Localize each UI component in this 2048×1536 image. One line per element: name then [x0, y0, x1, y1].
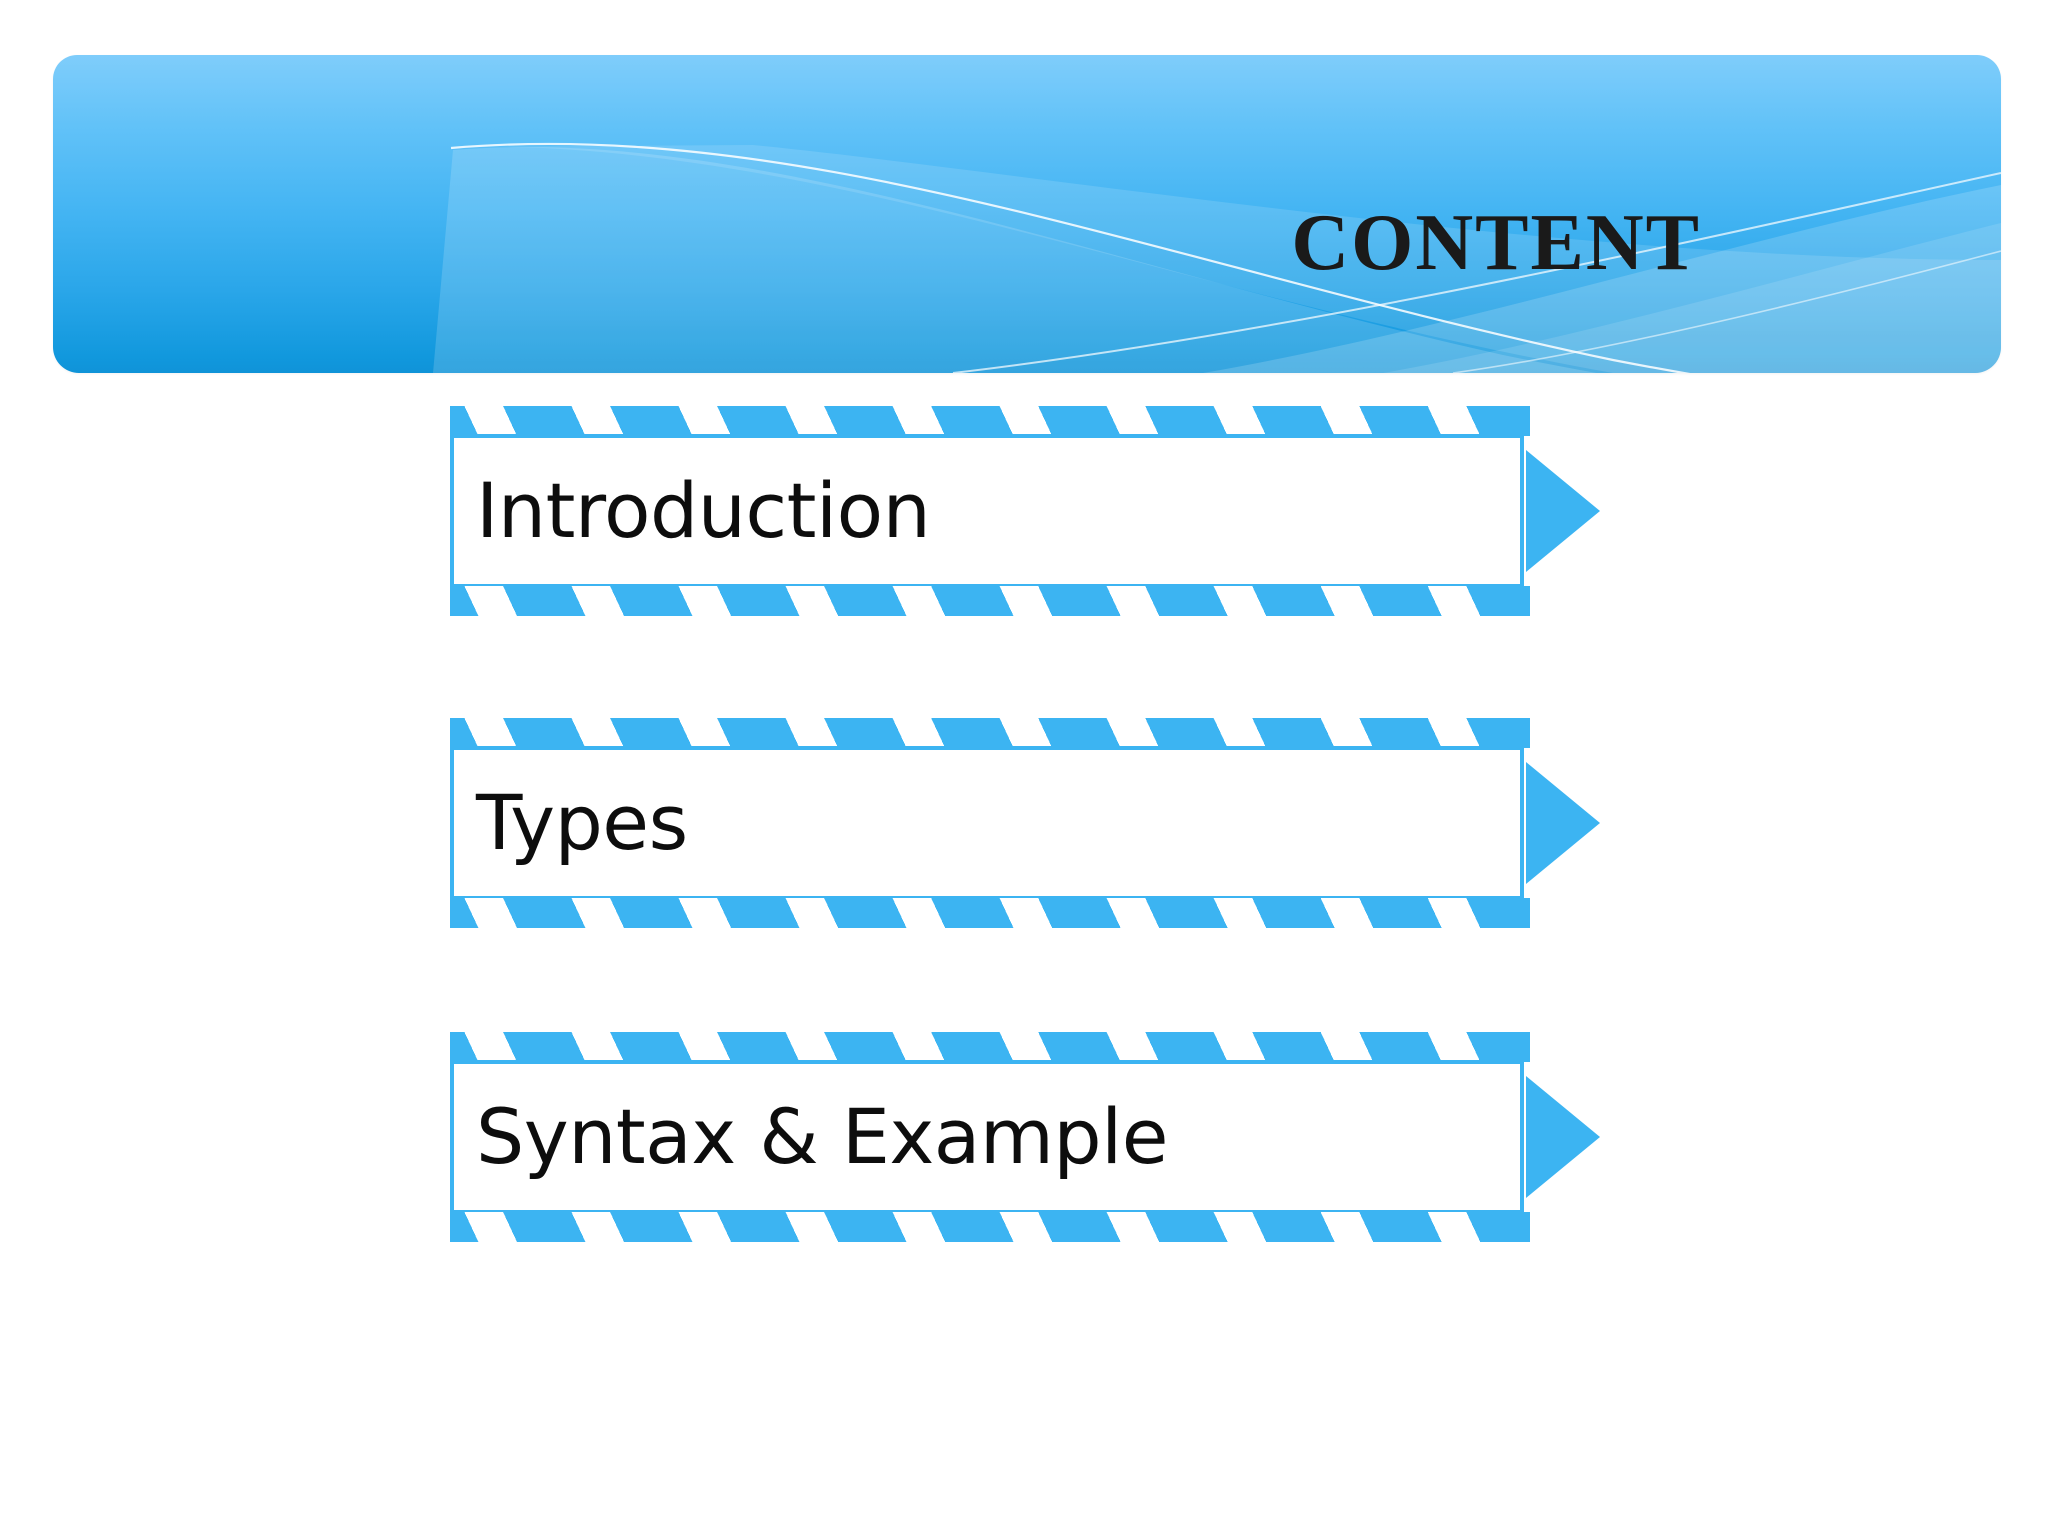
list-item-body[interactable]: Syntax & Example	[450, 1060, 1524, 1214]
striped-band-bottom	[450, 586, 1530, 616]
striped-band-top	[450, 1032, 1530, 1062]
list-item-label: Introduction	[476, 466, 931, 555]
list-item-body[interactable]: Introduction	[450, 434, 1524, 588]
list-item-label: Syntax & Example	[476, 1092, 1169, 1181]
list-item[interactable]: Introduction	[450, 406, 1602, 616]
list-item-body[interactable]: Types	[450, 746, 1524, 900]
list-item-label: Types	[476, 778, 688, 867]
striped-band-bottom	[450, 1212, 1530, 1242]
chevron-right-icon	[1526, 1076, 1600, 1198]
list-item[interactable]: Types	[450, 718, 1602, 928]
striped-band-bottom	[450, 898, 1530, 928]
list-item[interactable]: Syntax & Example	[450, 1032, 1602, 1242]
swoosh-ribbon-decoration	[433, 142, 2001, 373]
chevron-right-icon	[1526, 762, 1600, 884]
chevron-right-icon	[1526, 450, 1600, 572]
slide-title-banner: CONTENT	[53, 55, 2001, 373]
striped-band-top	[450, 406, 1530, 436]
page-title: CONTENT	[1291, 199, 1701, 287]
striped-band-top	[450, 718, 1530, 748]
